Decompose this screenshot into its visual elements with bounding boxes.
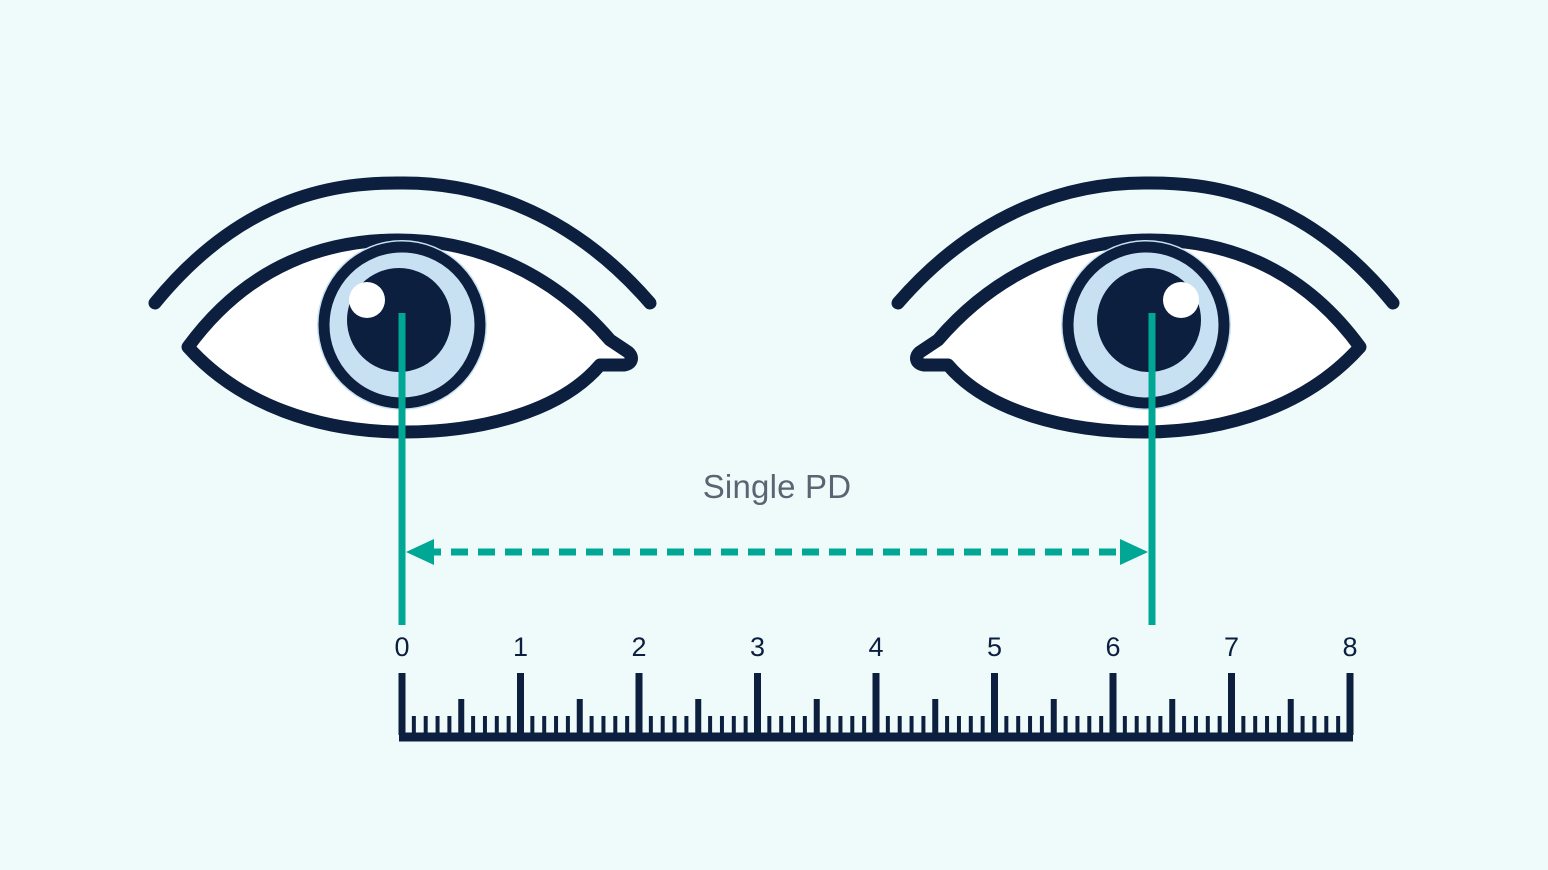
left-eyebrow [148,176,657,310]
right-eyebrow [891,176,1400,310]
ruler-tick-label: 4 [868,632,884,662]
ruler-tick-label: 3 [749,632,766,662]
left-eye-highlight [349,282,385,318]
ruler-tick-label: 5 [986,632,1003,662]
ruler-tick-group [398,673,1354,735]
ruler-tick-label: 6 [1105,632,1121,662]
ruler-tick-label: 0 [394,632,410,662]
pd-arrow-head-left-icon [406,539,434,565]
ruler [398,673,1354,742]
right-iris-ring [1062,241,1230,409]
ruler-tick-label: 8 [1342,632,1358,662]
pd-measurement-label: Single PD [702,468,852,505]
ruler-tick-label: 7 [1223,632,1240,662]
right-eye [891,176,1400,439]
ruler-tick-label: 2 [631,632,647,662]
right-eye-highlight [1163,282,1199,318]
ruler-tick-label: 1 [512,632,529,662]
pd-measure-arrow [406,539,1148,565]
pd-arrow-head-right-icon [1120,539,1148,565]
